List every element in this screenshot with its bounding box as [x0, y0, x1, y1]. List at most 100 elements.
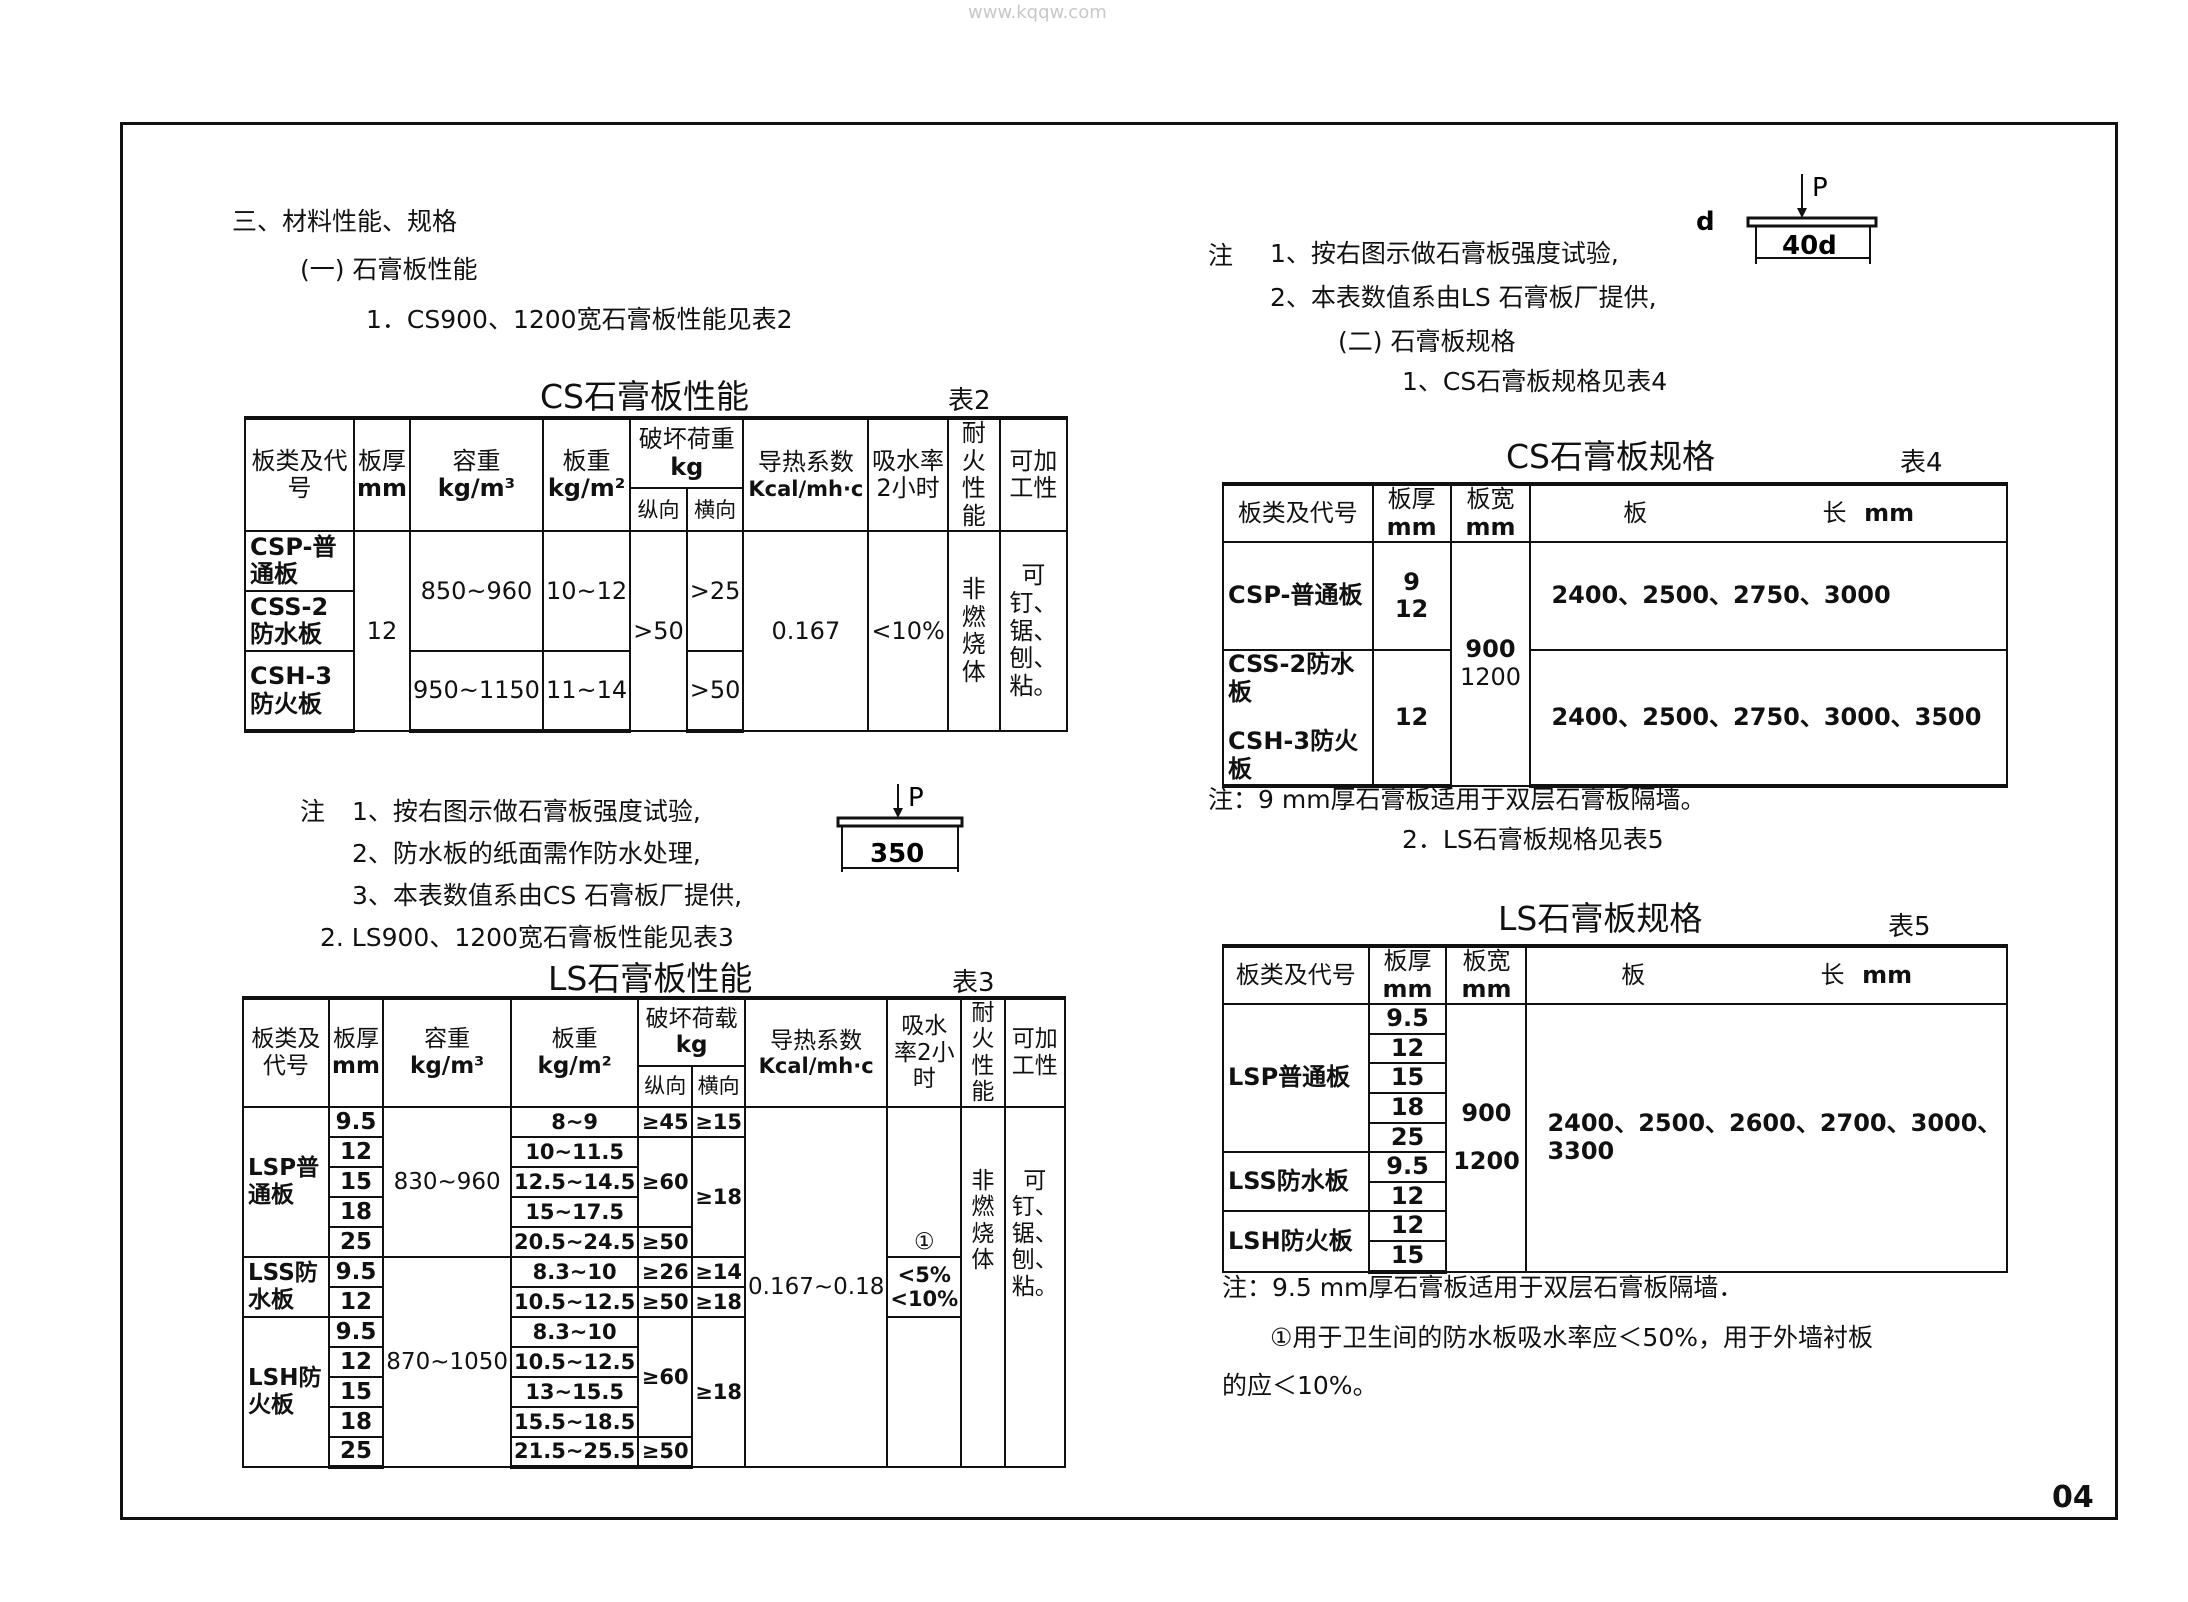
t3-wt-0: 8~9: [510, 1105, 640, 1138]
t2-wt2: 11~14: [541, 650, 632, 734]
t3-long-5: ≥60: [637, 1315, 694, 1438]
t3-long-1: ≥60: [637, 1135, 694, 1228]
t3-wt-3: 15~17.5: [510, 1195, 640, 1228]
t3-th-5: 9.5: [327, 1255, 385, 1288]
t3-th-1: 12: [327, 1135, 385, 1168]
t2-h-load-trans: 横向: [685, 487, 745, 533]
right-note-1: 1、按右图示做石膏板强度试验,: [1270, 239, 1619, 268]
t5-th-1: 12: [1367, 1032, 1448, 1065]
t3-th-9: 15: [327, 1375, 385, 1408]
item-2-text: 2. LS900、1200宽石膏板性能见表3: [320, 923, 734, 952]
t3-long-0: ≥45: [637, 1105, 694, 1138]
t3-th-8: 12: [327, 1345, 385, 1378]
page-number: 04: [2052, 1480, 2094, 1515]
section-title: 三、材料性能、规格: [232, 207, 458, 236]
table4-number: 表4: [1900, 448, 1943, 478]
t3-long-3: ≥26: [637, 1255, 694, 1288]
t3-trans-2: ≥14: [691, 1255, 747, 1288]
t5-h-length: 板 长 mm: [1525, 943, 2008, 1006]
t2-h-work: 可加工性: [998, 415, 1069, 533]
footnote-1: ①用于卫生间的防水板吸水率应＜50%，用于外墙衬板: [1270, 1323, 1873, 1352]
t3-th-11: 25: [327, 1435, 385, 1469]
t4-len-2: 2400、2500、2750、3000、3500: [1529, 649, 2008, 788]
t3-h-absorb: 吸水率2小时: [886, 996, 963, 1108]
t3-dens1: 830~960: [382, 1105, 513, 1258]
t3-wt-8: 10.5~12.5: [510, 1345, 640, 1378]
right-test-diagram: P d 40d: [1696, 173, 1878, 264]
t5-th-3: 18: [1367, 1091, 1448, 1124]
t3-type-lsp: LSP普通板: [242, 1105, 330, 1258]
t3-long-6: ≥50: [637, 1435, 694, 1469]
t3-wt-10: 15.5~18.5: [510, 1405, 640, 1438]
t3-wt-2: 12.5~14.5: [510, 1165, 640, 1198]
t3-h-load-long: 纵向: [637, 1064, 694, 1108]
t4-note: 注：9 mm厚石膏板适用于双层石膏板隔墙。: [1208, 785, 1706, 814]
t3-trans-1: ≥18: [691, 1135, 747, 1258]
table2-number: 表2: [948, 386, 991, 416]
t2-work: 可钉、锯、刨、粘。: [998, 530, 1069, 733]
t3-wt-5: 8.3~10: [510, 1255, 640, 1288]
t4-thick-2: 12: [1371, 649, 1452, 788]
t2-h-load-long: 纵向: [629, 487, 688, 533]
t3-wt-1: 10~11.5: [510, 1135, 640, 1168]
t3-wt-11: 21.5~25.5: [510, 1435, 640, 1469]
right-note-head: 注: [1208, 241, 1234, 270]
right-item-1: 1、CS石膏板规格见表4: [1402, 367, 1668, 396]
t3-th-3: 18: [327, 1195, 385, 1228]
table5-title: LS石膏板规格: [1498, 899, 1703, 938]
t3-h-load-trans: 横向: [691, 1064, 747, 1108]
t4-h-type: 板类及代号: [1222, 481, 1374, 544]
t3-type-lsh: LSH防火板: [242, 1315, 330, 1468]
t5-th-8: 15: [1367, 1239, 1448, 1274]
t5-th-4: 25: [1367, 1121, 1448, 1154]
t3-dens2: 870~1050: [382, 1255, 513, 1468]
t3-absorb-blank: [886, 1315, 963, 1468]
t3-fire: 非燃烧体: [960, 1105, 1006, 1468]
t3-th-7: 9.5: [327, 1315, 385, 1348]
t5-type-lsp: LSP普通板: [1222, 1003, 1370, 1154]
t5-th-7: 12: [1367, 1210, 1448, 1242]
table2-title: CS石膏板性能: [540, 377, 749, 416]
t5-type-lss: LSS防水板: [1222, 1151, 1370, 1213]
t3-thermal: 0.167~0.18: [744, 1105, 889, 1468]
t2-note-3: 3、本表数值系由CS 石膏板厂提供,: [352, 881, 743, 910]
t4-len-1: 2400、2500、2750、3000: [1529, 541, 2008, 652]
t2-note-1: 1、按右图示做石膏板强度试验,: [352, 797, 701, 826]
t2-trans2: >50: [685, 650, 745, 734]
t3-th-2: 15: [327, 1165, 385, 1198]
t2-diagram-span: 350: [870, 839, 924, 869]
t3-trans-4: ≥18: [691, 1315, 747, 1468]
t3-trans-3: ≥18: [691, 1285, 747, 1318]
t3-long-4: ≥50: [637, 1285, 694, 1318]
item-1-text: 1．CS900、1200宽石膏板性能见表2: [366, 305, 793, 334]
t5-type-lsh: LSH防火板: [1222, 1210, 1370, 1273]
t4-type-csp: CSP-普通板: [1222, 541, 1374, 652]
t2-h-absorb: 吸水率2小时: [867, 415, 949, 533]
right-diagram-p: P: [1812, 173, 1828, 203]
right-diagram-span: 40d: [1782, 231, 1837, 261]
subsection-1: (一) 石膏板性能: [300, 255, 478, 284]
subsection-2: (二) 石膏板规格: [1338, 327, 1516, 356]
right-item-2: 2．LS石膏板规格见表5: [1402, 825, 1664, 854]
page-frame: [120, 122, 2118, 1520]
t2-type-csp: CSP-普通板: [244, 530, 355, 593]
t3-h-type: 板类及代号: [242, 996, 330, 1108]
t3-th-4: 25: [327, 1225, 385, 1258]
t2-type-csh: CSH-3防火板: [244, 650, 355, 734]
table3-number: 表3: [952, 968, 995, 998]
t3-th-6: 12: [327, 1285, 385, 1318]
t3-th-10: 18: [327, 1405, 385, 1438]
t5-th-0: 9.5: [1367, 1003, 1448, 1035]
